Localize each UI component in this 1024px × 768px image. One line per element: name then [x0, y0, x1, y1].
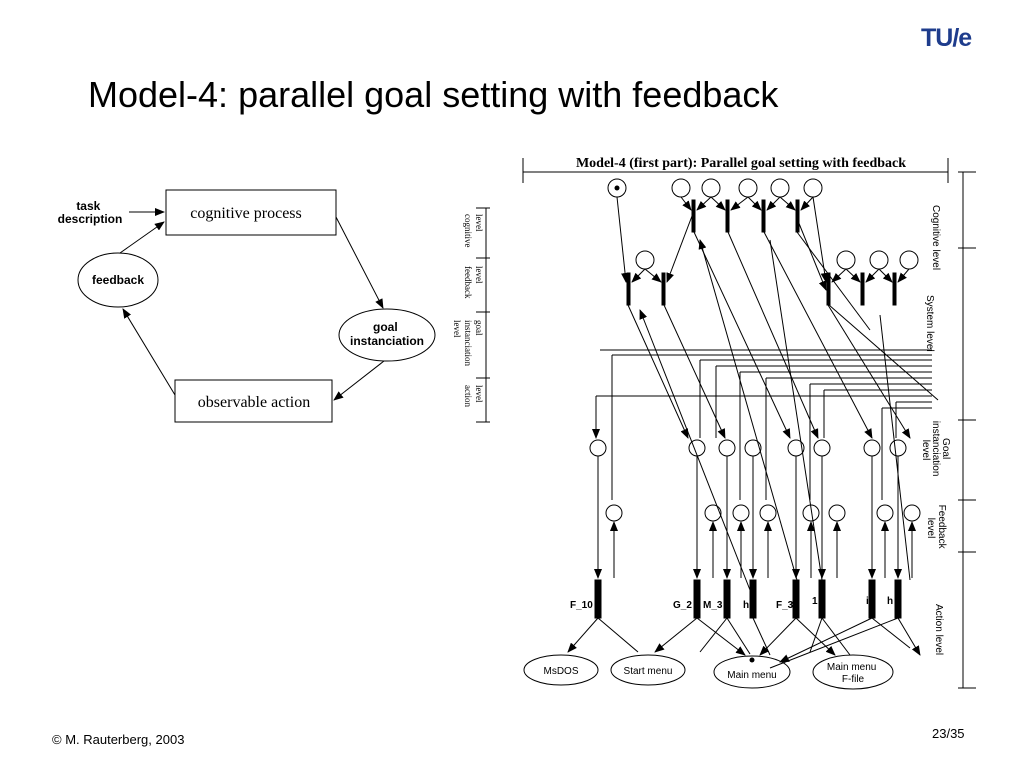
cycle-diagram [77, 189, 436, 423]
place [903, 504, 921, 522]
place [718, 439, 736, 457]
place [803, 178, 823, 198]
transition [792, 579, 800, 619]
state-start-menu-label: Start menu [624, 666, 673, 677]
transition [761, 199, 766, 233]
place [589, 439, 607, 457]
transition [894, 579, 902, 619]
state-msdos [523, 654, 599, 686]
transition [868, 579, 876, 619]
transition-labels: F_10 G_2 M_3 h F_3 1 i h [570, 596, 893, 611]
goal-instanciation-node [338, 308, 436, 362]
place [732, 504, 750, 522]
level-scale [476, 207, 490, 423]
level-action: Action level [933, 604, 944, 655]
place [899, 250, 919, 270]
cognitive-to-goal-arrow [335, 216, 384, 309]
transition [860, 272, 865, 306]
transition [818, 579, 826, 619]
copyright-footer: © M. Rauterberg, 2003 [52, 732, 185, 747]
goal-instanciation-label: goal instanciation [350, 320, 424, 348]
place [635, 250, 655, 270]
place [889, 439, 907, 457]
place [738, 178, 758, 198]
label-h2: h [887, 596, 893, 607]
place [701, 178, 721, 198]
token [614, 185, 620, 191]
transition [691, 199, 696, 233]
level-cognitive: Cognitive level [930, 205, 941, 270]
task-description-label: task description [58, 199, 123, 226]
label-f3: F_3 [776, 600, 794, 611]
place [759, 504, 777, 522]
observable-action-label: observable action [198, 394, 310, 411]
place [704, 504, 722, 522]
transition [892, 272, 897, 306]
state-main-menu [713, 655, 791, 689]
petri-net [523, 178, 939, 690]
label-f10: F_10 [570, 600, 593, 611]
scale-action-level: action level [463, 385, 484, 409]
observable-action-box [174, 379, 333, 423]
goal-to-action-arrow [333, 360, 385, 401]
level-feedback: Feedback level [925, 505, 947, 552]
place [863, 439, 881, 457]
cognitive-process-label: cognitive process [190, 205, 302, 222]
transition [693, 579, 701, 619]
place [836, 250, 856, 270]
token [749, 657, 755, 663]
level-goal: Goal instanciation level [920, 421, 951, 479]
transition [594, 579, 602, 619]
label-i: i [866, 596, 869, 607]
place [671, 178, 691, 198]
state-start-menu [610, 654, 686, 686]
label-h1: h [743, 600, 749, 611]
scale-cognitive-level: cognitive level [463, 214, 484, 250]
place [770, 178, 790, 198]
place [869, 250, 889, 270]
petri-title: Model-4 (first part): Parallel goal sett… [576, 156, 906, 171]
cognitive-process-box [165, 189, 337, 236]
state-main-menu-label: Main menu [727, 670, 776, 681]
label-g2: G_2 [673, 600, 692, 611]
page-number: 23/35 [932, 726, 965, 741]
transition [626, 272, 631, 306]
feedback-to-cognitive-arrow [119, 221, 165, 254]
petri-frame [522, 158, 976, 689]
scale-goal-level: goal instanciation level [452, 320, 484, 368]
place [828, 504, 846, 522]
level-system: System level [924, 295, 935, 352]
state-main-menu-ffile-label: Main menu F-file [827, 662, 879, 685]
scale-feedback-level: feedback level [463, 266, 484, 301]
place [876, 504, 894, 522]
action-to-feedback-arrow [122, 308, 176, 396]
transition [661, 272, 666, 306]
feedback-label: feedback [92, 273, 144, 287]
transition [723, 579, 731, 619]
place [744, 439, 762, 457]
place [688, 439, 706, 457]
feedback-node [77, 252, 159, 308]
transition [826, 272, 831, 306]
label-m3: M_3 [703, 600, 723, 611]
state-main-menu-ffile [812, 654, 894, 690]
transition [749, 579, 757, 619]
tue-logo: TU/e [921, 24, 972, 52]
transition [725, 199, 730, 233]
slide-title: Model-4: parallel goal setting with feed… [88, 74, 779, 115]
place [605, 504, 623, 522]
state-msdos-label: MsDOS [544, 666, 579, 677]
label-one: 1 [812, 596, 818, 607]
place [813, 439, 831, 457]
